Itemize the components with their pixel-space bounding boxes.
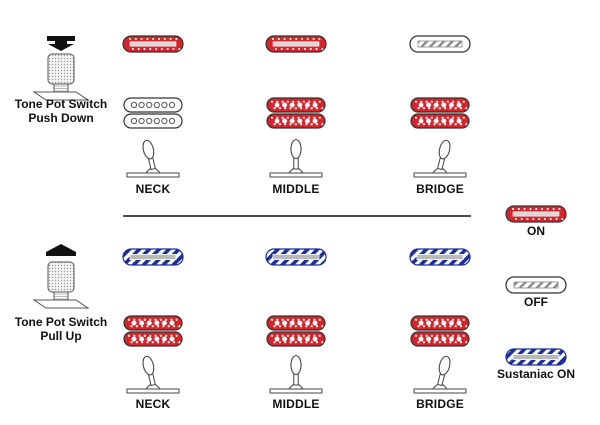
down-arrow [47,36,75,51]
off-single-coil-pickup [409,35,471,53]
on-single-coil-pickup [505,205,567,223]
sustaniac-single-coil-pickup [265,248,327,266]
on-humbucker-pickup [410,97,470,129]
off-humbucker-pickup [123,97,183,129]
tone-pot-label-line1: Tone Pot Switch [14,97,108,111]
toggle-switch-center [269,354,323,394]
up-arrow [46,244,76,256]
section-pull-up [32,244,471,394]
pickup-position-label: NECK [135,397,171,411]
section-push-down [32,35,471,178]
legend-label-off: OFF [524,295,548,309]
legend-label-on: ON [527,224,545,238]
tone-pot-label-line1: Tone Pot Switch [14,315,108,329]
sustaniac-single-coil-pickup [409,248,471,266]
toggle-switch-left [126,139,180,178]
pickup-position-label: BRIDGE [416,182,464,196]
tone-pot-knob [32,244,90,309]
on-humbucker-pickup [266,315,326,347]
pickup-position-label: MIDDLE [272,397,320,411]
on-single-coil-pickup [122,35,184,53]
pickup-position-label: MIDDLE [272,182,320,196]
tone-pot-knob [32,36,90,101]
sustaniac-single-coil-pickup [122,248,184,266]
pickup-position-label: BRIDGE [416,397,464,411]
toggle-switch-left [126,355,180,394]
off-single-coil-pickup [505,276,567,294]
on-humbucker-pickup [123,315,183,347]
tone-pot-label-line2: Push Down [28,111,94,125]
toggle-switch-right [413,355,467,394]
legend-label-sustaniac: Sustaniac ON [496,367,576,381]
legend [505,205,567,366]
sustaniac-single-coil-pickup [505,348,567,366]
on-humbucker-pickup [266,97,326,129]
on-humbucker-pickup [410,315,470,347]
toggle-switch-center [269,138,323,178]
on-single-coil-pickup [265,35,327,53]
pickup-position-label: NECK [135,182,171,196]
toggle-switch-right [413,139,467,178]
tone-pot-label-line2: Pull Up [40,329,82,343]
